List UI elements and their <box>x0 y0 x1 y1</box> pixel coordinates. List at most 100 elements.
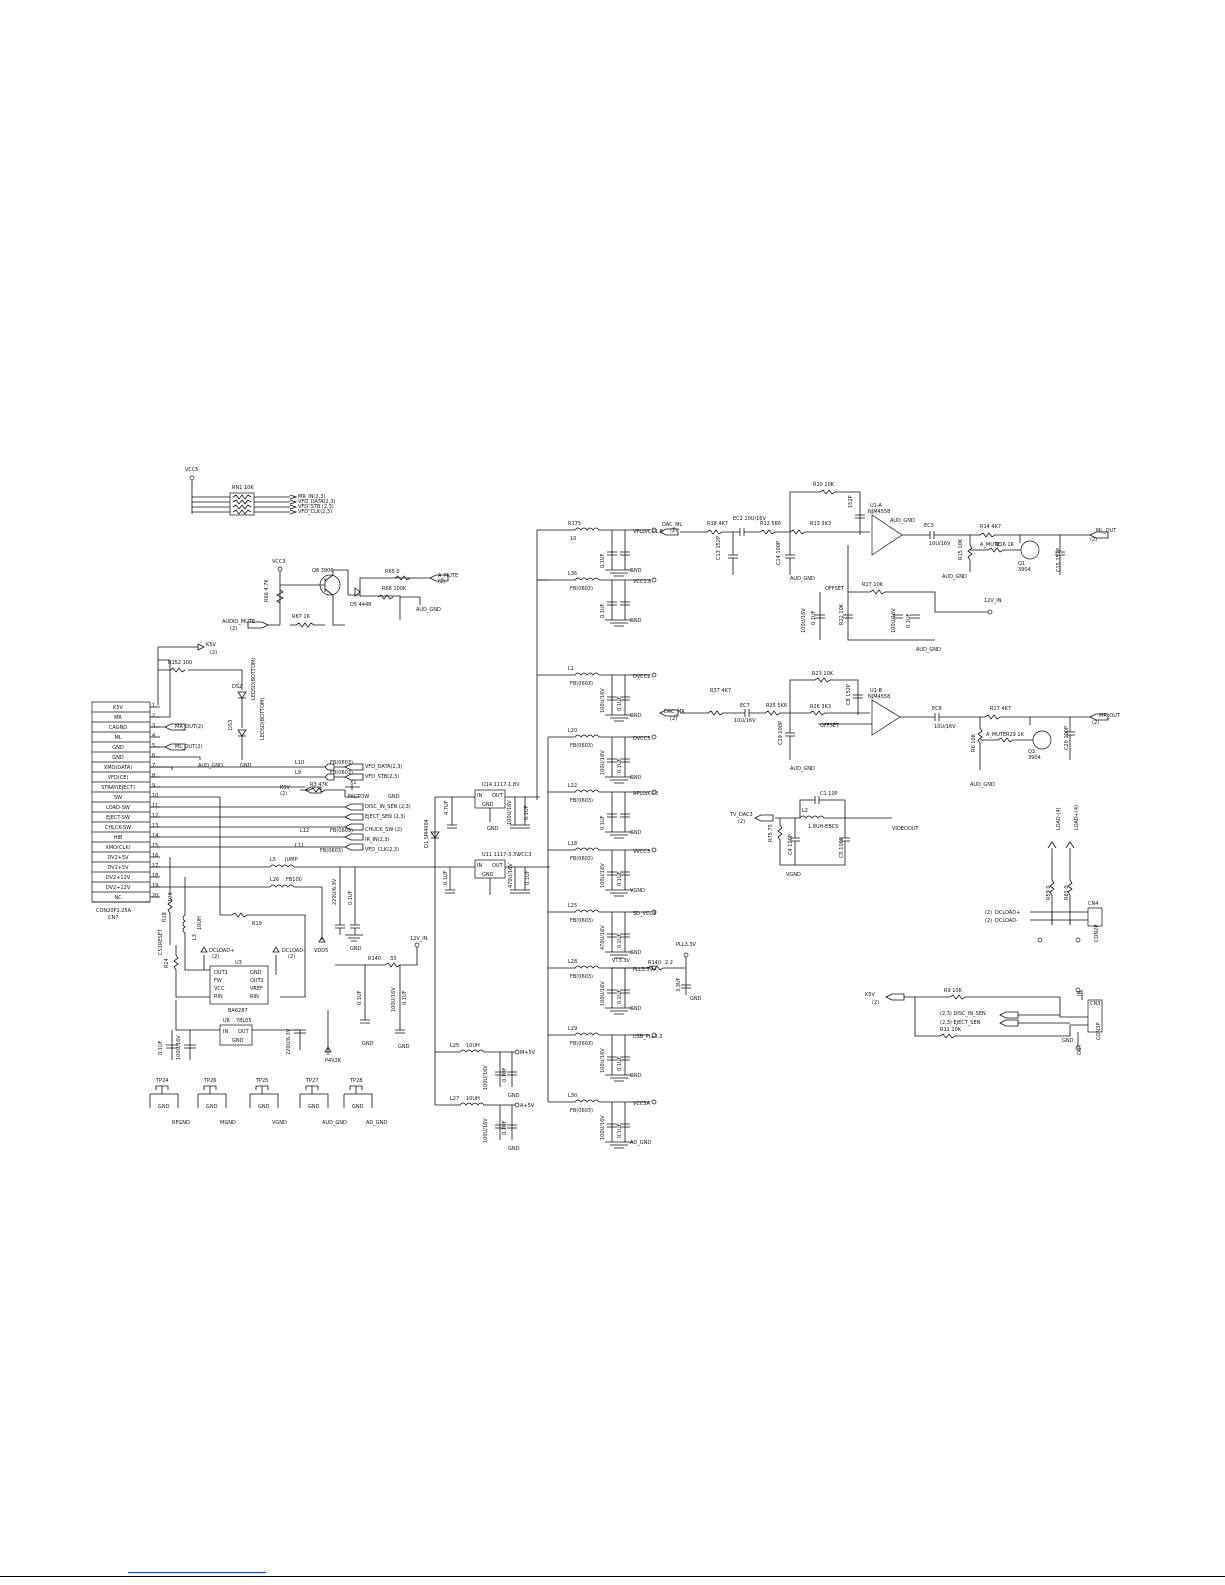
r140-pll-value: 2.2 <box>665 960 673 966</box>
c14-label: C14 100P <box>776 541 782 565</box>
c20-label: C20 100P <box>1064 726 1070 750</box>
tv-dac3-ref: (2) <box>738 819 745 825</box>
dcload-minus-label: DCLOAD- <box>282 948 305 954</box>
reg-c6: 0.1UF <box>525 870 531 885</box>
reg-gnd: GND <box>487 826 499 832</box>
cn7-pin-number: 3 <box>152 723 155 729</box>
choke-net: M+5V <box>520 1050 536 1056</box>
choke-terminal <box>514 1049 520 1055</box>
tp-gnd: GND <box>158 1104 170 1110</box>
r23-label: R23 10K <box>812 671 834 677</box>
u14-gnd: GND <box>482 802 494 808</box>
u3-pin-out1: OUT1 <box>214 970 228 976</box>
rail-cap2-label: 0.1UF <box>617 696 623 711</box>
reg-c1: 4.7UF <box>444 800 450 815</box>
audio-left-block: DAC_ML (2) R38 4K7 EC2 10U/16V R12 5K6 R… <box>659 482 1117 653</box>
r18-label: R18 <box>162 912 168 922</box>
rail-cap1-label: 0.1UF <box>600 815 606 830</box>
l3-value: 10UH <box>197 916 203 930</box>
u3-pin-gnd: GND <box>250 970 262 976</box>
aud-gnd-r1: AUD_GND <box>790 766 815 772</box>
footer-divider <box>0 1576 1225 1577</box>
supply-c5: 0.1UF <box>402 990 408 1005</box>
mr-in-net: MR_IN(2,3) <box>298 494 325 500</box>
ds3-label: DS3 <box>228 720 234 730</box>
videoout-label: VIDEOOUT <box>892 826 919 832</box>
a-mute-r-label: A_MUTE <box>986 732 1006 738</box>
cn3-block: K5V (2) R9 10K R11 10K (2,3) DISC_IN_SEN… <box>865 987 1103 1055</box>
vcc5-label: VCC5 <box>185 467 199 473</box>
rail-inductor-label: L1 <box>568 666 574 672</box>
u8-label: U8 <box>223 1018 230 1024</box>
cn7-pin-number: 11 <box>152 803 158 809</box>
vfd-clk-label: VFD_CLK(2,3) <box>365 847 399 853</box>
mr-out-label: MR_OUT <box>1099 713 1121 719</box>
rail-terminal <box>651 1032 657 1038</box>
cn7-pin-name: HIB <box>114 835 123 841</box>
d1-label: D1 SM4004 <box>424 819 430 848</box>
vfd-stb-label: VFD_STB(2,3) <box>365 774 399 780</box>
u14-label: U14 1117-1.8V <box>482 782 520 788</box>
tp-label: TP27 <box>305 1078 318 1084</box>
choke-terminal <box>514 1102 520 1108</box>
cn7-pin-name: NC <box>114 895 122 901</box>
tp-net: RFGND <box>172 1120 190 1126</box>
a-mute-ref: (2) <box>438 579 445 585</box>
u3-part: BA6287 <box>228 1008 248 1014</box>
choke-net: A+5V <box>520 1103 535 1109</box>
dac-mr-ref: (2) <box>670 716 677 722</box>
q3-transistor <box>1032 730 1052 750</box>
q1-transistor <box>1020 540 1040 560</box>
resistor-network-block: VCC5 RN1 10K MR_IN(2,3) VFD_DATA(2,3) VF… <box>185 467 335 516</box>
p4v2k-label: P4V2K <box>325 1058 342 1064</box>
r22-label: R22 10K <box>839 603 845 625</box>
r140-label: R140 <box>368 956 381 962</box>
pll-cap: 3.3UF <box>676 977 682 992</box>
c17-label: 0.1UF <box>906 613 912 628</box>
q1-part: 3904 <box>1018 567 1031 573</box>
r75-label: R75 75 <box>768 824 774 842</box>
r14-label: R14 4K7 <box>980 524 1001 530</box>
u3-label: U3 <box>235 960 242 966</box>
cn7-pin-name: DV2+5V <box>107 855 129 861</box>
video-vgnd: VGND <box>786 872 801 878</box>
cn7-pin-number: 6 <box>152 753 155 759</box>
r37-label: R37 4K7 <box>710 688 731 694</box>
c-c-label: 220U/6.3V <box>286 1028 292 1055</box>
rail-cap1-label: 0.1UF <box>600 553 606 568</box>
rail-inductor-label: L18 <box>568 841 577 847</box>
vfd-nets-block: L10 FB(0603) VFD_DATA(2,3) L9 FB(0603) V… <box>150 760 411 854</box>
footer-hyperlink-underline[interactable] <box>128 1572 266 1573</box>
ec5-label: 100U/16V <box>891 608 897 633</box>
rail-fb-label: FB(0603) <box>570 1108 593 1114</box>
rn1-label: RN1 10K <box>232 485 254 491</box>
rail-terminal <box>651 734 657 740</box>
r152-label: R152 100 <box>168 660 192 666</box>
u3-pin-out2: OUT2 <box>250 978 264 984</box>
r59-label: R59 0 <box>1046 885 1052 900</box>
rail-inductor-label: L20 <box>568 728 577 734</box>
aud-gnd-l3: AUD_GND <box>916 647 941 653</box>
choke-label: L25 <box>450 1043 459 1049</box>
cn4-connector <box>1087 907 1103 927</box>
u3-pin-rin-l: RIN <box>214 994 223 1000</box>
cn7-pin-name: LOAD-SW <box>106 805 130 811</box>
r65-label: R65 0 <box>385 569 400 575</box>
l11-fb: FB(0603) <box>320 848 343 854</box>
dcload-plus-label: DCLOAD+ <box>209 948 234 954</box>
pll-block: PLL3.3V R140 2.2 3.3UF GND VT3.3V <box>610 942 702 1002</box>
power-rails: R17510VPLLVCC1.80.1UFGNDL36FB(0603)VCC1.… <box>536 521 663 1149</box>
cn4-label: CN4 <box>1088 901 1098 907</box>
cs1reset-label: CS1RESET <box>158 928 164 955</box>
choke-cap1: 100U/16V <box>483 1065 489 1090</box>
supply-c1: 220U/6.3V <box>332 878 338 905</box>
vdd5-label: VDD5 <box>314 948 328 954</box>
cn3-gnd: GND <box>1062 1038 1074 1044</box>
cn7-pin-name: SW <box>114 795 122 801</box>
l12-fb: FB(0603) <box>330 828 353 834</box>
cn7-pin-name: XMO(DATA) <box>104 765 133 771</box>
cn7-pin-number: 8 <box>152 773 155 779</box>
